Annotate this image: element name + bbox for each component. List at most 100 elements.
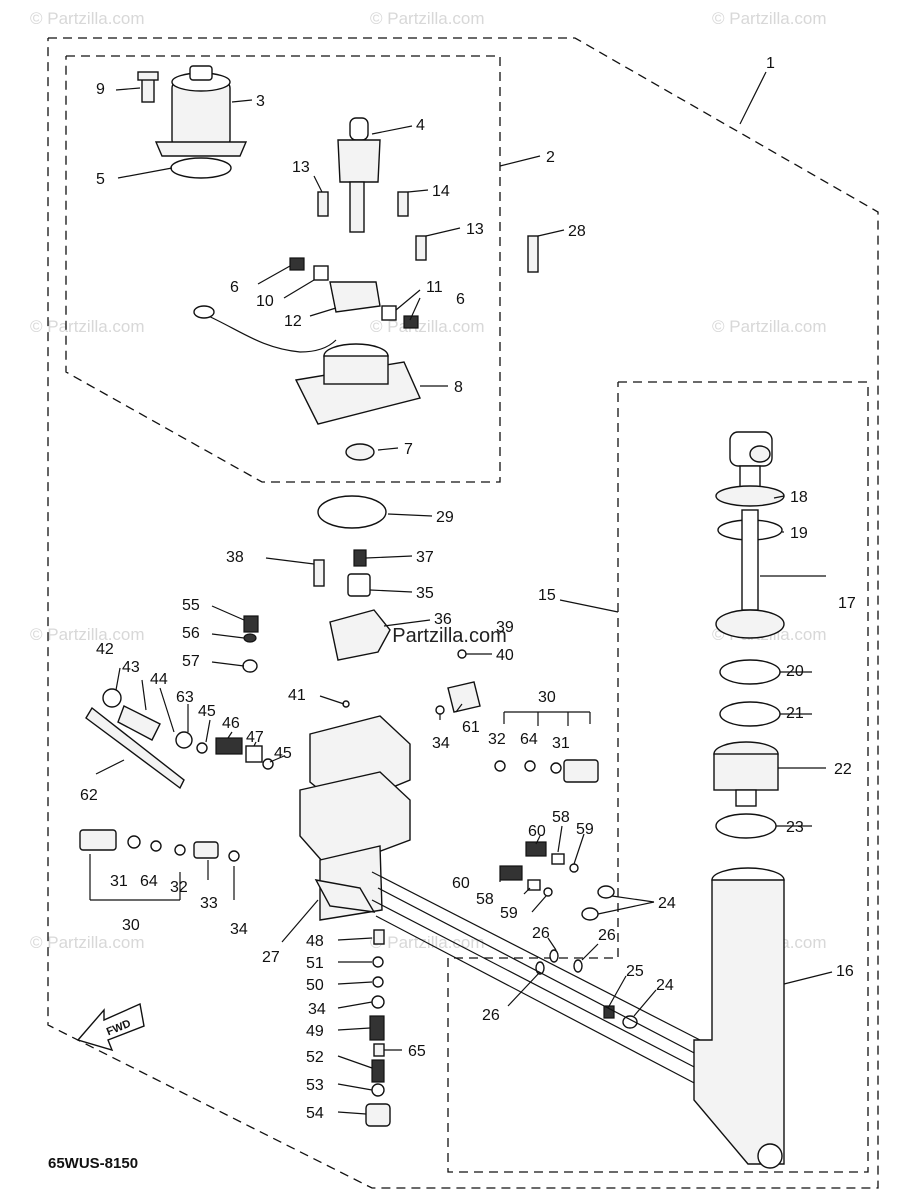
callout-58a: 58 — [552, 809, 570, 826]
oring-29 — [317, 495, 387, 529]
oring-34b — [371, 995, 385, 1009]
callout-32b: 32 — [170, 879, 188, 896]
watermark-center-text: © Partzilla.com — [372, 625, 507, 647]
callout-45b: 45 — [274, 745, 292, 762]
callout-21: 21 — [786, 705, 804, 722]
valve-36 — [329, 609, 391, 661]
rod-eye-hole — [749, 445, 771, 463]
spring-6a — [289, 257, 305, 271]
callout-31b: 31 — [110, 873, 128, 890]
callout-20: 20 — [786, 663, 804, 680]
motor-parts — [137, 65, 539, 529]
callout-11: 11 — [426, 279, 443, 296]
callout-14: 14 — [432, 183, 450, 200]
callout-62: 62 — [80, 787, 98, 804]
callout-59b: 59 — [500, 905, 518, 922]
oring-64b — [524, 760, 536, 772]
callout-42: 42 — [96, 641, 114, 658]
boundary-cylinder-assembly-15 — [447, 381, 869, 1173]
ball-59a — [569, 863, 579, 873]
callout-1: 1 — [766, 55, 775, 72]
ball-40 — [457, 649, 467, 659]
oring-24a — [597, 885, 615, 899]
callout-5: 5 — [96, 171, 105, 188]
callout-45a: 45 — [198, 703, 216, 720]
callout-12: 12 — [284, 313, 302, 330]
callout-7: 7 — [404, 441, 413, 458]
callout-46: 46 — [222, 715, 240, 732]
tube-upper — [371, 871, 701, 1041]
callout-57: 57 — [182, 653, 200, 670]
block-10 — [313, 265, 329, 281]
oring-31a — [127, 835, 141, 849]
watermark-text: © Partzilla.com — [30, 933, 145, 952]
leader-lines — [89, 71, 833, 1115]
motor-flange — [154, 141, 248, 157]
spring-60b — [499, 865, 523, 881]
valve-48 — [373, 929, 385, 945]
callout-43: 43 — [122, 659, 140, 676]
ball-56 — [243, 633, 257, 643]
callout-24b: 24 — [656, 977, 674, 994]
callout-34c: 34 — [308, 1001, 326, 1018]
callout-6b: 6 — [456, 291, 465, 308]
bracket-27 — [314, 879, 376, 913]
spring-46 — [215, 737, 243, 755]
oring-32a — [174, 844, 186, 856]
callout-17: 17 — [838, 595, 856, 612]
callout-60a: 60 — [528, 823, 546, 840]
cylinder-cap-22-nipple — [735, 789, 757, 807]
cylinder-16 — [693, 879, 785, 1165]
valve-65 — [373, 1043, 385, 1057]
callout-15: 15 — [538, 587, 556, 604]
pump-body — [337, 139, 381, 183]
oring-26a — [549, 949, 559, 963]
oring-34c — [435, 705, 445, 715]
watermarks: © Partzilla.com © Partzilla.com © Partzi… — [30, 9, 827, 952]
oring-24b — [581, 907, 599, 921]
wire-harness — [203, 313, 337, 353]
screw-13a — [317, 191, 329, 217]
spring-60a — [525, 841, 547, 857]
oring-34a — [228, 850, 240, 862]
callout-22: 22 — [834, 761, 852, 778]
callout-23: 23 — [786, 819, 804, 836]
callout-26c: 26 — [482, 1007, 500, 1024]
pump-shaft — [349, 181, 365, 233]
manifold-lower — [299, 771, 411, 871]
pump-top — [349, 117, 369, 141]
plug-54 — [365, 1103, 391, 1127]
piston-47 — [245, 745, 263, 763]
oring-45b — [262, 758, 274, 770]
callout-30a: 30 — [538, 689, 556, 706]
plug-61 — [447, 681, 481, 713]
circlip-42 — [102, 688, 122, 708]
callout-26b: 26 — [598, 927, 616, 944]
callout-55: 55 — [182, 597, 200, 614]
valve-43 — [117, 705, 161, 741]
oring-21 — [719, 701, 781, 727]
plug-33 — [193, 841, 219, 859]
oring-64a — [150, 840, 162, 852]
callout-35: 35 — [416, 585, 434, 602]
spring-6b — [403, 315, 419, 329]
spring-55 — [243, 615, 259, 633]
motor-cap — [189, 65, 213, 81]
oring-26b — [573, 959, 583, 973]
manifold-parts — [79, 549, 701, 1127]
callout-24a: 24 — [658, 895, 676, 912]
callout-64b: 64 — [140, 873, 158, 890]
callout-2: 2 — [546, 149, 555, 166]
fwd-indicator: FWD — [76, 1002, 145, 1052]
filter-25 — [603, 1005, 615, 1019]
sleeve-35 — [347, 573, 371, 597]
callout-64a: 64 — [520, 731, 538, 748]
callout-30b: 30 — [122, 917, 140, 934]
callout-41: 41 — [288, 687, 306, 704]
callout-31a: 31 — [552, 735, 570, 752]
callout-8: 8 — [454, 379, 463, 396]
piston-17 — [715, 609, 785, 639]
callout-52: 52 — [306, 1049, 324, 1066]
callout-54: 54 — [306, 1105, 324, 1122]
